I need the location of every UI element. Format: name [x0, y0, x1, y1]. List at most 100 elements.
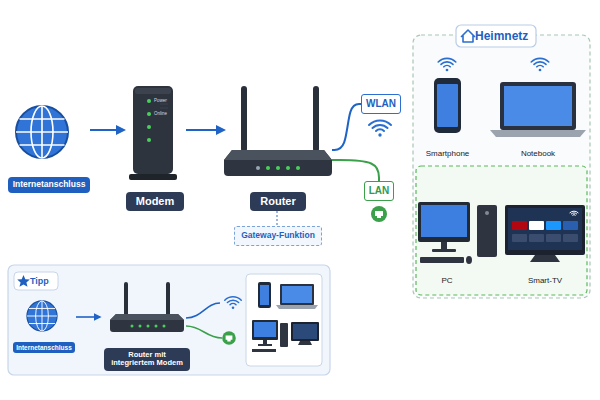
smartphone-icon [434, 78, 461, 133]
led-label: Online [154, 112, 167, 117]
node-label: Router mit integriertem Modem [104, 348, 190, 371]
modem-device [147, 125, 151, 129]
pc-icon [418, 202, 497, 264]
smart-tv-icon [563, 234, 578, 242]
smart-tv-icon [512, 234, 527, 242]
wifi-wire [186, 303, 220, 318]
device-group [263, 340, 267, 344]
pc-icon [420, 257, 464, 263]
smart-tv-icon [512, 221, 527, 230]
router-device [286, 166, 290, 170]
device-node: Smart-TV [505, 195, 585, 285]
modem-device [147, 138, 151, 142]
device-label: Smart-TV [528, 276, 562, 285]
router-device [110, 314, 184, 332]
device-group [291, 322, 319, 341]
device-group [276, 305, 318, 309]
smart-tv-icon [529, 234, 544, 242]
connector [76, 316, 100, 318]
pc-icon [485, 211, 489, 215]
modem-device [133, 86, 173, 174]
device-label: Smartphone [426, 149, 470, 158]
router-device [131, 325, 134, 328]
device-group [280, 323, 288, 347]
connector [332, 104, 361, 150]
device-group [254, 322, 276, 337]
router-device [313, 86, 319, 152]
notebook-icon [490, 82, 586, 137]
wifi-symbol [570, 211, 579, 215]
router-device [124, 282, 128, 316]
wifi-symbol [571, 213, 577, 214]
device-group [260, 285, 269, 305]
smart-tv-icon [529, 221, 544, 230]
wlan-box: WLAN [361, 94, 401, 114]
home-network-group: HeimnetzSmartphoneNotebookPCSmart-TV [413, 35, 590, 298]
smart-tv-icon [530, 255, 560, 262]
wifi-symbol [570, 211, 579, 213]
pc-icon [418, 202, 470, 242]
device-node: Smartphone [425, 75, 470, 158]
connector [276, 211, 277, 226]
pc-icon [421, 205, 467, 237]
modem-device [160, 108, 168, 109]
group-heading: Heimnetz [475, 25, 528, 47]
smart-tv-icon [546, 234, 561, 242]
smart-tv-icon [546, 221, 561, 230]
tip-panel-node: TippInternetanschlussRouter mit integrie… [8, 265, 330, 375]
home-network-area [413, 35, 590, 298]
device-group [252, 349, 276, 352]
modem-node: Modem [124, 85, 186, 211]
smartphone-icon [437, 84, 458, 127]
wifi-symbol [531, 58, 549, 71]
tip-panel [14, 272, 58, 290]
wifi-symbol [438, 58, 456, 71]
device-group [298, 341, 312, 345]
device-group [252, 320, 278, 340]
device-group [293, 324, 317, 339]
internet-node: Internetanschluss [8, 100, 90, 193]
device-group [246, 274, 322, 366]
router-device [266, 166, 270, 170]
router-device [147, 325, 150, 328]
node-label: Internetanschluss [8, 177, 91, 193]
modem-device [147, 99, 151, 103]
router-device [276, 166, 280, 170]
function-box: Gateway-Funktion [234, 226, 322, 246]
device-node: Notebook [495, 75, 581, 158]
box-label: Gateway-Funktion [234, 226, 322, 246]
router-device [224, 150, 332, 160]
modem-device [135, 88, 171, 94]
globe-icon [16, 106, 68, 158]
led-label: Power [154, 99, 167, 104]
device-node: PC [417, 195, 477, 285]
wifi-symbol [369, 120, 391, 136]
router-device [110, 282, 184, 332]
lan-symbol [371, 206, 387, 222]
internet-node: Internetanschluss [12, 296, 76, 353]
router-node: Router mit integriertem Modem [100, 280, 194, 371]
router-device [163, 325, 166, 328]
device-label: PC [441, 276, 452, 285]
notebook-icon [490, 130, 586, 137]
wifi-symbol [225, 297, 242, 309]
tip-panel [8, 265, 330, 375]
wifi-symbol [572, 214, 575, 216]
device-group [246, 274, 322, 366]
device-group [258, 282, 271, 308]
pc-icon [477, 205, 497, 257]
pc-icon [432, 249, 456, 252]
modem-device [129, 174, 177, 180]
node-label: Internetanschluss [13, 342, 75, 353]
heading-box [456, 25, 536, 47]
box-label: WLAN [361, 94, 401, 114]
device-group [258, 344, 272, 346]
router-device [296, 166, 300, 170]
router-device [110, 314, 184, 320]
smartphone-icon [434, 78, 461, 133]
tip-panel [17, 275, 30, 287]
tip-panel [8, 265, 330, 375]
